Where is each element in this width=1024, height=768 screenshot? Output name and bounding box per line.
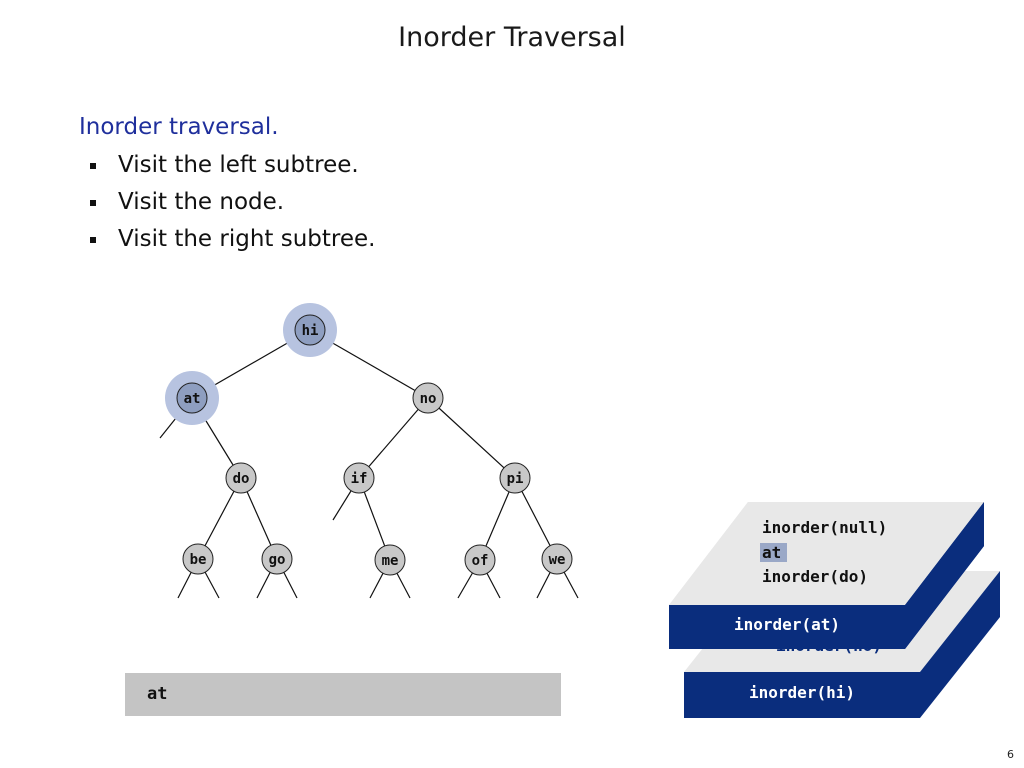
section-heading: Inorder traversal. bbox=[79, 114, 279, 140]
frame-front-face bbox=[684, 672, 920, 718]
bullet-item: Visit the right subtree. bbox=[90, 224, 375, 261]
tree-node-label: me bbox=[382, 553, 399, 569]
tree-nodes: hi at no do if pi be go me of we bbox=[165, 303, 573, 576]
tree-node-label: pi bbox=[507, 471, 524, 487]
tree-node-circle bbox=[541, 543, 573, 575]
output-text: at bbox=[147, 684, 168, 704]
stack-frame-label: inorder(at) bbox=[734, 615, 840, 634]
tree-node-label: of bbox=[472, 553, 489, 569]
output-box: at bbox=[125, 673, 561, 716]
tree-node-label: hi bbox=[302, 323, 319, 339]
tree-node-circle bbox=[261, 543, 293, 575]
bullet-marker bbox=[90, 200, 96, 206]
tree-node-circle bbox=[225, 462, 257, 494]
bullet-marker bbox=[90, 163, 96, 169]
stack-frame-line: inorder(do) bbox=[762, 567, 868, 586]
tree-edge bbox=[427, 397, 516, 479]
bullet-marker bbox=[90, 237, 96, 243]
stack-frame-label: inorder(hi) bbox=[749, 683, 855, 702]
stack-frame-line-highlighted: at bbox=[760, 543, 788, 562]
tree-node-circle bbox=[343, 462, 375, 494]
tree-node-circle bbox=[374, 544, 406, 576]
frame-side-face bbox=[920, 571, 1000, 718]
stack-frame-line: inorder(null) bbox=[762, 518, 888, 537]
bullet-list: Visit the left subtree. Visit the node. … bbox=[90, 150, 375, 261]
bullet-text: Visit the node. bbox=[118, 189, 285, 215]
tree-node-label: we bbox=[549, 552, 566, 568]
tree-node-label: be bbox=[190, 552, 207, 568]
tree-node-label: go bbox=[269, 552, 286, 568]
tree-node-label: do bbox=[233, 471, 250, 487]
tree-node-label: no bbox=[420, 391, 437, 407]
tree-node-circle bbox=[499, 462, 531, 494]
bullet-text: Visit the left subtree. bbox=[118, 152, 359, 178]
tree-node-circle bbox=[294, 314, 326, 346]
tree-node-circle bbox=[182, 543, 214, 575]
tree-node-circle bbox=[176, 382, 208, 414]
frame-side-face bbox=[905, 502, 984, 649]
bullet-item: Visit the left subtree. bbox=[90, 150, 375, 187]
tree-node-label: at bbox=[184, 391, 201, 407]
bullet-item: Visit the node. bbox=[90, 187, 375, 224]
tree-node-circle bbox=[412, 382, 444, 414]
frame-front-face bbox=[669, 605, 905, 649]
page-number: 6 bbox=[1007, 748, 1014, 761]
slide-title: Inorder Traversal bbox=[398, 22, 626, 53]
bullet-text: Visit the right subtree. bbox=[118, 226, 376, 252]
tree-edge bbox=[358, 397, 429, 479]
tree-node-circle bbox=[464, 544, 496, 576]
frame-top-face bbox=[669, 502, 984, 605]
tree-node-label: if bbox=[351, 471, 368, 487]
current-output-highlight: at bbox=[760, 543, 788, 562]
